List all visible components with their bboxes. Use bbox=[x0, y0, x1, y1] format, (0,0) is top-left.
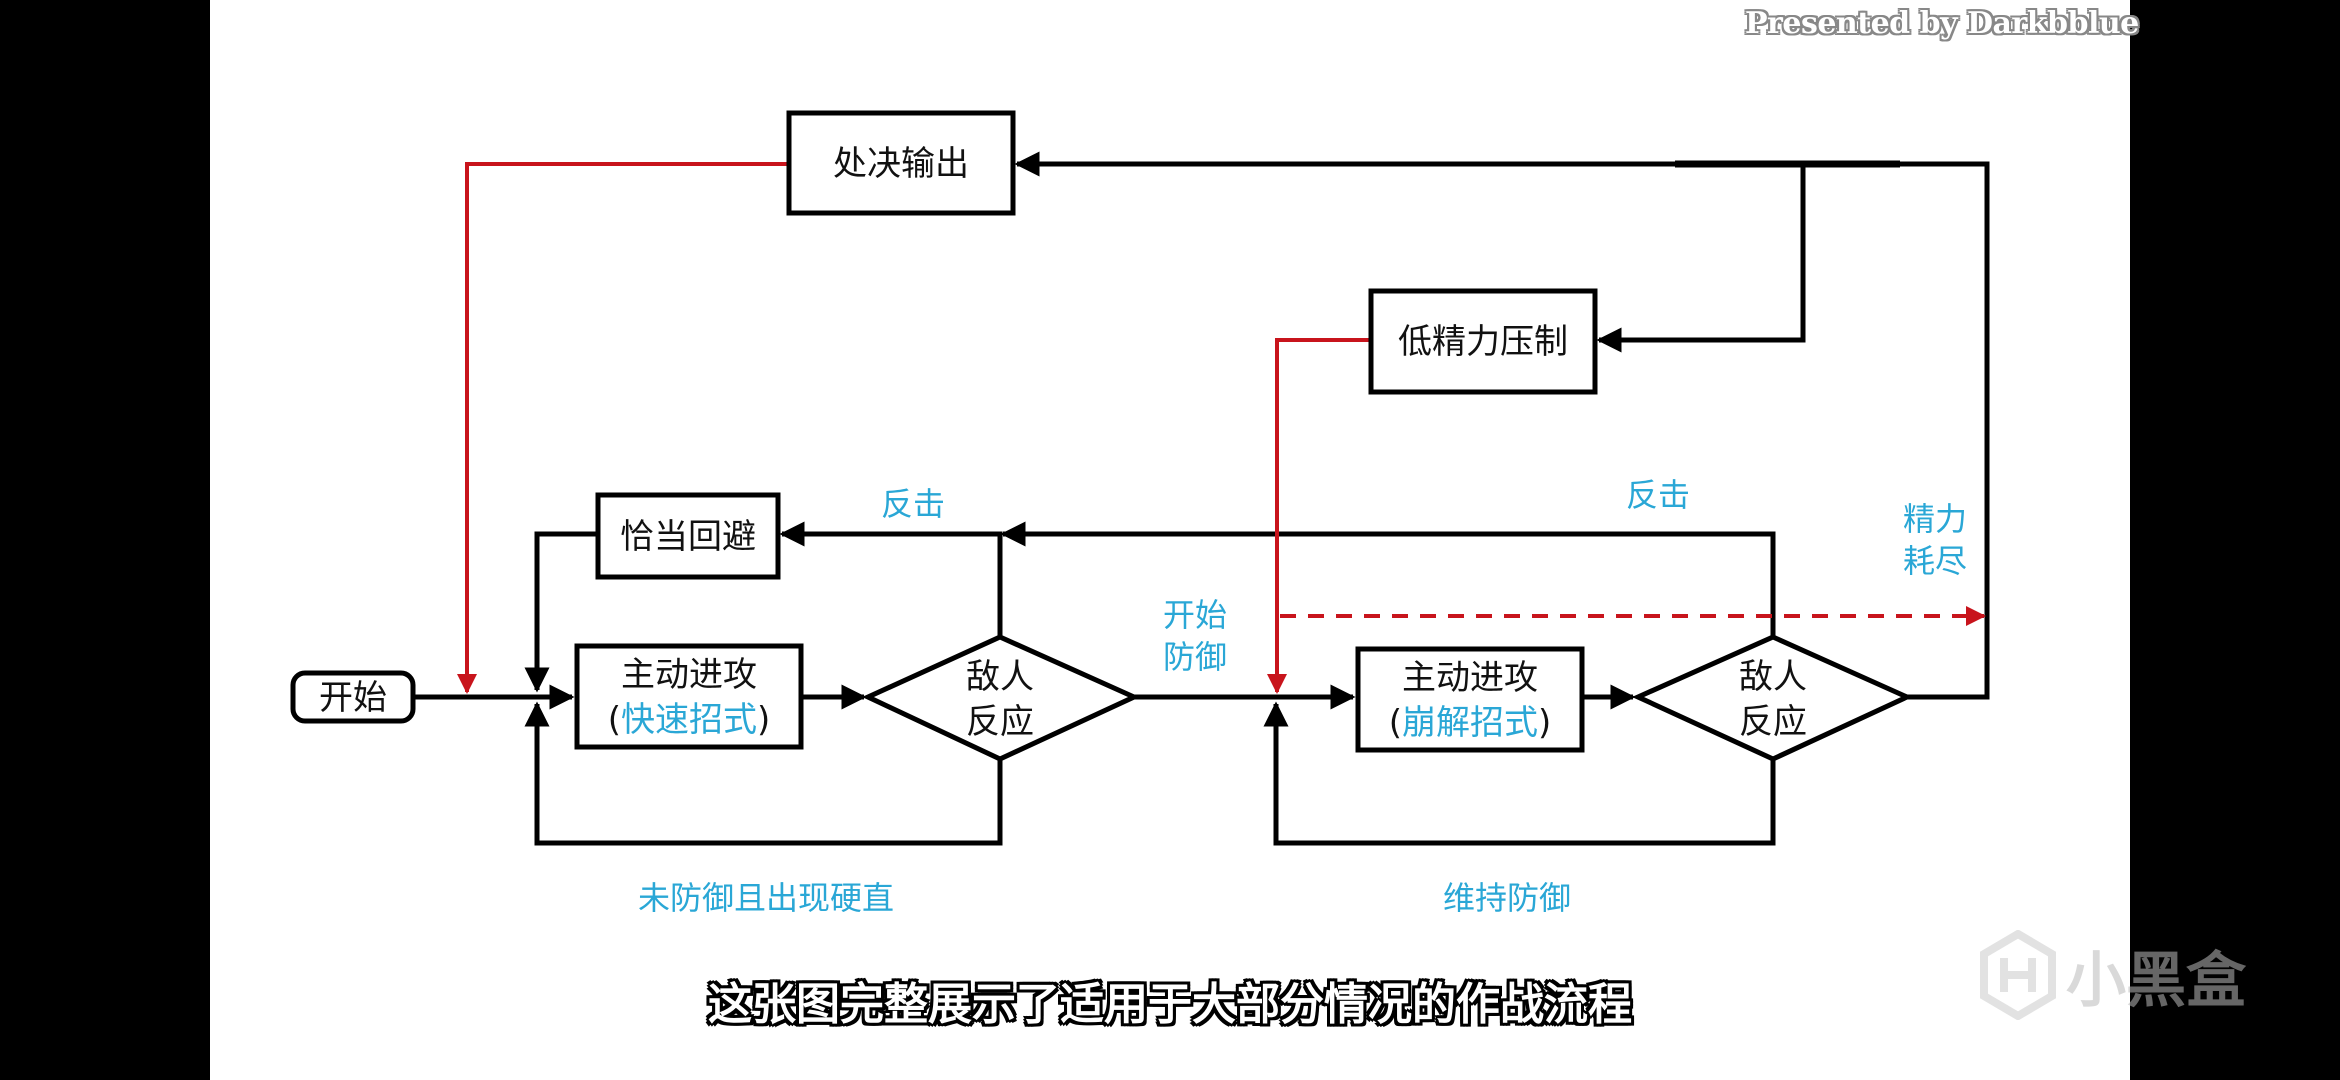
attack2-title: 主动进攻 bbox=[1402, 658, 1538, 698]
attack1-title: 主动进攻 bbox=[621, 655, 757, 695]
execution-label: 处决输出 bbox=[833, 144, 969, 184]
heybox-watermark: 小黑盒 bbox=[1978, 930, 2246, 1020]
label-stamina-depleted-2: 耗尽 bbox=[1903, 542, 1967, 580]
dodge-label: 恰当回避 bbox=[620, 517, 756, 557]
diagram-canvas bbox=[210, 0, 2130, 1080]
edge-lowstamina-attack2 bbox=[1267, 338, 1370, 694]
edge-dodge-loop bbox=[524, 531, 597, 693]
label-counter-2: 反击 bbox=[1626, 476, 1690, 514]
reaction2-line2: 反应 bbox=[1739, 702, 1807, 742]
node-execution: 处决输出 bbox=[786, 110, 1016, 216]
node-start: 开始 bbox=[290, 670, 416, 724]
node-dodge: 恰当回避 bbox=[595, 492, 781, 580]
start-label: 开始 bbox=[319, 678, 387, 718]
credit-watermark: Presented by Darkbblue bbox=[1745, 6, 2139, 41]
edge-execution-start bbox=[457, 162, 788, 694]
low-stamina-label: 低精力压制 bbox=[1398, 322, 1568, 362]
node-reaction2: 敌人 反应 bbox=[1631, 634, 1914, 762]
node-attack2: 主动进攻 (崩解招式) bbox=[1355, 646, 1585, 753]
edge-reaction2-execution bbox=[1014, 151, 1990, 700]
label-keep-defense: 维持防御 bbox=[1443, 879, 1571, 917]
heybox-text: 小黑盒 bbox=[2066, 945, 2246, 1016]
attack1-skill: (快速招式) bbox=[608, 700, 771, 740]
reaction1-line2: 反应 bbox=[966, 702, 1034, 742]
edge-reaction2-counter bbox=[1000, 521, 1776, 637]
reaction2-line1: 敌人 bbox=[1739, 657, 1807, 697]
attack2-skill: (崩解招式) bbox=[1389, 703, 1552, 743]
edge-reaction1-loop bbox=[524, 701, 1003, 846]
node-low-stamina: 低精力压制 bbox=[1368, 288, 1598, 395]
node-reaction1: 敌人 反应 bbox=[862, 634, 1141, 762]
label-start-defense-2: 防御 bbox=[1163, 638, 1227, 676]
label-start-defense-1: 开始 bbox=[1163, 596, 1227, 634]
label-counter-1: 反击 bbox=[881, 485, 945, 523]
edge-branch-lowstamina bbox=[1596, 164, 1806, 353]
label-stamina-depleted-1: 精力 bbox=[1903, 500, 1967, 538]
label-no-defense-stagger: 未防御且出现硬直 bbox=[638, 879, 894, 917]
node-attack1: 主动进攻 (快速招式) bbox=[574, 643, 804, 750]
edge-reaction2-loop bbox=[1263, 701, 1776, 846]
heybox-logo-icon bbox=[1980, 930, 2056, 1020]
video-subtitle: 这张图完整展示了适用于大部分情况的作战流程 bbox=[708, 979, 1632, 1030]
edge-reaction1-dodge bbox=[779, 521, 1003, 637]
reaction1-line1: 敌人 bbox=[966, 657, 1034, 697]
